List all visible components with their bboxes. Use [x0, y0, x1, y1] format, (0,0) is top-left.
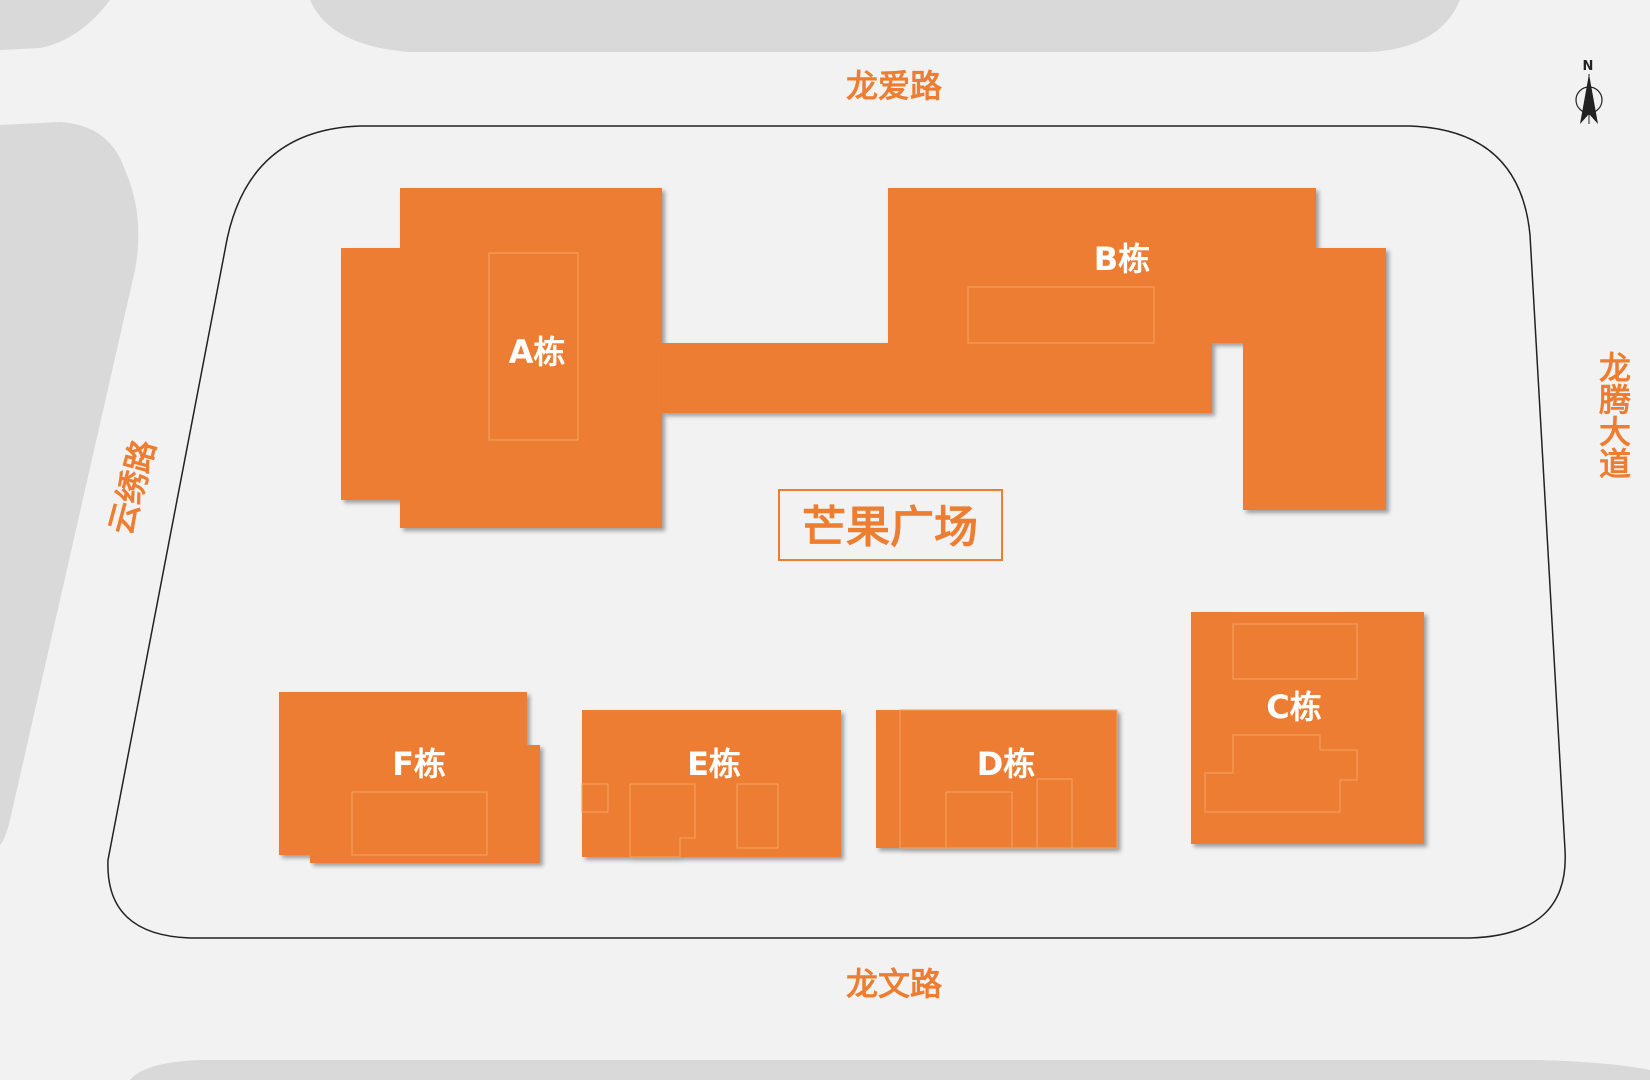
- surrounding-block-top-left: [0, 0, 110, 50]
- building-d[interactable]: [876, 709, 1118, 849]
- building-d-label: D栋: [977, 745, 1036, 783]
- surrounding-block-top: [310, 0, 1460, 52]
- surrounding-block-bottom: [130, 1060, 1650, 1080]
- north-arrow-icon: N: [1575, 59, 1603, 124]
- compass-north-letter: N: [1583, 59, 1594, 74]
- building-c-label: C栋: [1266, 688, 1322, 726]
- building-f[interactable]: [279, 692, 540, 863]
- road-label-east: 龙腾大道: [1594, 351, 1632, 479]
- building-c[interactable]: [1191, 612, 1424, 844]
- plaza-label: 芒果广场: [802, 502, 978, 553]
- building-a-label: A栋: [509, 333, 566, 371]
- road-label-north: 龙爱路: [846, 67, 943, 105]
- building-e-label: E栋: [687, 745, 741, 783]
- site-boundary: [107, 125, 1566, 939]
- building-b-label: B栋: [1094, 240, 1150, 278]
- plaza[interactable]: 芒果广场: [778, 489, 1003, 561]
- building-e[interactable]: [581, 710, 841, 858]
- building-a[interactable]: [341, 188, 662, 528]
- surrounding-block-left: [0, 122, 139, 845]
- road-label-west: 云绣路: [102, 435, 164, 539]
- road-label-south: 龙文路: [846, 965, 943, 1003]
- building-f-label: F栋: [392, 745, 446, 783]
- building-b[interactable]: [662, 188, 1386, 510]
